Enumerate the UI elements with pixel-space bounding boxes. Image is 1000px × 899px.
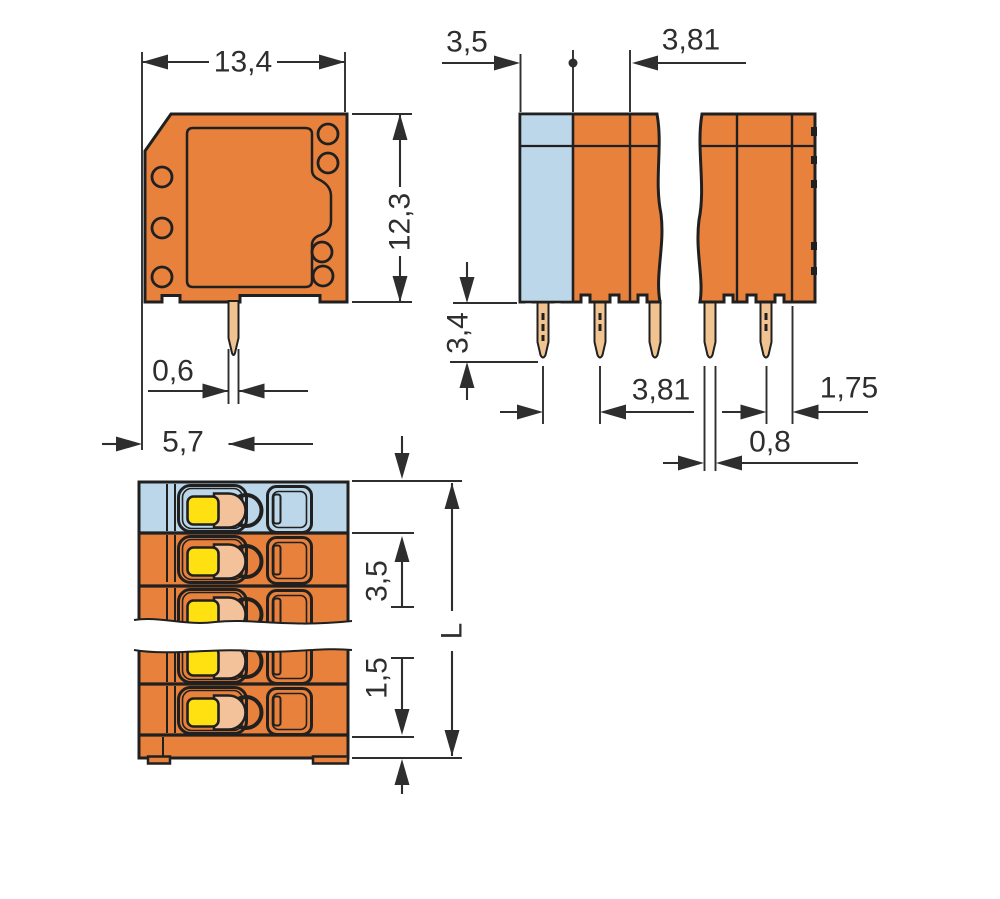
dim-label-front-pin-length: 3,4 <box>442 312 475 354</box>
dim-front-last-pole-offset: 1,75 <box>722 306 878 424</box>
arrowhead <box>632 55 658 71</box>
mounting-foot <box>311 755 350 765</box>
dim-top-base-height: 1,5 <box>352 656 462 794</box>
side-view <box>143 112 349 356</box>
dim-front-pin-thickness: 0,8 <box>663 366 858 471</box>
arrowhead <box>600 404 626 420</box>
edge-latch <box>811 180 817 188</box>
break-line <box>133 618 353 625</box>
side-hole <box>150 165 174 189</box>
front-pin <box>703 300 717 359</box>
side-housing-body <box>143 112 349 304</box>
side-solder-pin <box>227 300 240 356</box>
break-band <box>134 619 352 653</box>
dim-label-front-first-pole: 3,5 <box>446 26 488 59</box>
dim-label-front-pitch-top: 3,81 <box>662 24 720 57</box>
edge-latch <box>811 127 817 136</box>
edge-latch <box>811 267 817 275</box>
dim-label-front-last-pole-offset: 1,75 <box>820 372 878 405</box>
pin-dash <box>598 313 602 320</box>
dim-label-side-pin-offset: 5,7 <box>162 426 204 459</box>
arrowhead <box>394 536 410 562</box>
arrowhead <box>394 759 410 785</box>
top-view <box>133 480 353 765</box>
dim-front-pin-length: 3,4 <box>442 262 538 400</box>
side-hole <box>316 122 340 146</box>
mounting-foot <box>146 755 172 765</box>
dim-side-height: 12,3 <box>352 113 417 303</box>
arrowhead <box>202 383 229 399</box>
dim-label-front-pin-thickness: 0,8 <box>749 426 791 459</box>
dim-side-width: 13,4 <box>141 46 346 450</box>
arrowhead <box>444 483 460 509</box>
break-line <box>133 648 353 654</box>
edge-latch <box>811 242 817 250</box>
front-pins <box>536 300 773 359</box>
edge-latch <box>811 156 817 164</box>
dim-side-pin-width: 0,6 <box>148 349 308 404</box>
side-hole <box>150 265 174 289</box>
side-inner-contour <box>185 126 333 289</box>
dim-label-side-pin-width: 0,6 <box>152 355 194 388</box>
side-hole <box>311 264 335 288</box>
arrowhead <box>678 455 704 471</box>
arrowhead <box>394 709 410 735</box>
arrowhead <box>792 404 819 420</box>
arrowhead <box>238 383 265 399</box>
arrowhead <box>459 362 475 388</box>
side-hole <box>310 240 334 264</box>
dim-label-side-width: 13,4 <box>214 46 272 79</box>
pin-dash <box>764 324 768 331</box>
pin-dash <box>541 313 545 320</box>
front-pin <box>648 300 662 359</box>
arrowhead <box>716 455 742 471</box>
dim-label-top-pole-width: 3,5 <box>361 560 394 602</box>
pin-dash <box>764 313 768 320</box>
arrowhead <box>394 453 410 479</box>
dim-top-length: L <box>436 483 469 756</box>
dim-label-side-height: 12,3 <box>384 193 417 251</box>
front-edge-latches <box>811 127 817 275</box>
arrowhead <box>392 276 408 302</box>
pin-dash <box>598 324 602 331</box>
front-housing-part-2 <box>696 112 817 304</box>
pin-contact-dashes <box>541 313 768 341</box>
dim-front-first-pole: 3,5 <box>442 26 578 112</box>
arrowhead <box>116 436 142 452</box>
dim-front-pitch-bottom: 3,81 <box>500 366 694 424</box>
dim-top-pole-width: 3,5 <box>352 436 462 609</box>
dim-front-pitch-top: 3,81 <box>629 24 746 112</box>
arrowhead <box>228 436 255 452</box>
arrowhead <box>392 114 408 140</box>
arrowhead <box>444 730 460 756</box>
front-view <box>518 112 817 359</box>
arrowhead <box>740 404 767 420</box>
arrowhead <box>517 404 543 420</box>
arrowhead <box>319 54 345 70</box>
dim-label-top-length: L <box>436 623 469 640</box>
arrowhead <box>494 55 520 71</box>
dim-side-pin-offset: 5,7 <box>102 426 313 459</box>
pin-dash <box>541 335 545 341</box>
side-hole <box>316 151 340 175</box>
arrowhead <box>459 277 475 303</box>
side-hole <box>150 216 174 240</box>
dim-endpoint-dot <box>568 58 578 68</box>
front-first-pole <box>518 112 575 304</box>
dim-label-top-base-height: 1,5 <box>361 657 394 699</box>
pin-dash <box>541 324 545 331</box>
dim-label-front-pitch-bottom: 3,81 <box>632 374 690 407</box>
arrowhead <box>142 54 168 70</box>
